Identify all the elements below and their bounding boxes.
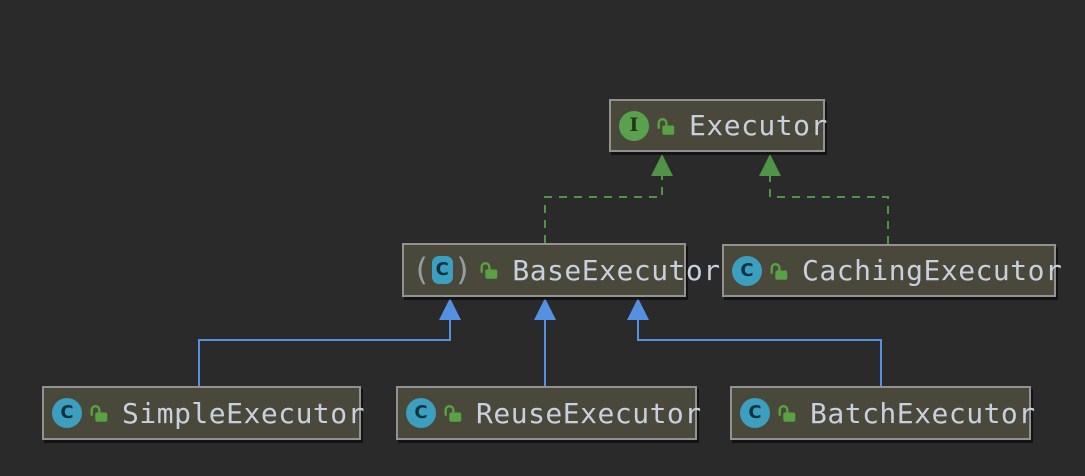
abstract-paren-right: ) xyxy=(453,251,473,288)
class-icon: C xyxy=(406,398,436,428)
interface-icon: I xyxy=(619,110,649,141)
class-name-label: SimpleExecutor xyxy=(122,396,366,430)
class-letter: C xyxy=(740,259,754,281)
class-letter: C xyxy=(414,402,428,423)
implements-arrowhead-icon xyxy=(651,154,673,176)
implements-arrowhead-icon xyxy=(759,154,781,176)
abstract-class-badge: C xyxy=(431,256,453,284)
edge-batchexecutor-extends-baseexecutor xyxy=(637,320,882,386)
abstract-class-icon: ( C ) xyxy=(412,251,473,288)
class-icon: C xyxy=(52,398,82,428)
edge-baseexecutor-implements-executor xyxy=(544,176,663,243)
extends-arrowhead-icon xyxy=(627,298,649,320)
class-name-label: BatchExecutor xyxy=(810,396,1036,430)
class-node-caching-executor[interactable]: C CachingExecutor xyxy=(722,244,1062,297)
unlocked-icon xyxy=(655,115,677,137)
extends-arrowhead-icon xyxy=(534,298,556,320)
edge-cachingexecutor-implements-executor xyxy=(769,176,889,244)
class-icon: C xyxy=(740,398,770,428)
class-letter: C xyxy=(435,259,449,280)
unlocked-icon xyxy=(88,402,110,424)
abstract-paren-left: ( xyxy=(412,251,431,288)
extends-arrowhead-icon xyxy=(439,298,461,320)
unlocked-icon xyxy=(776,402,798,424)
class-node-executor[interactable]: I Executor xyxy=(609,99,828,152)
interface-letter: I xyxy=(629,114,639,136)
class-node-base-executor[interactable]: ( C ) BaseExecutor xyxy=(402,243,720,297)
class-name-label: ReuseExecutor xyxy=(476,396,702,430)
class-name-label: BaseExecutor xyxy=(512,253,721,287)
class-node-reuse-executor[interactable]: C ReuseExecutor xyxy=(396,386,701,440)
unlocked-icon xyxy=(442,402,464,424)
unlocked-icon xyxy=(768,260,790,282)
class-letter: C xyxy=(60,402,74,423)
class-icon: C xyxy=(732,255,762,286)
unlocked-icon xyxy=(478,259,500,281)
class-node-batch-executor[interactable]: C BatchExecutor xyxy=(730,386,1035,440)
class-node-simple-executor[interactable]: C SimpleExecutor xyxy=(42,386,365,440)
class-name-label: CachingExecutor xyxy=(802,254,1063,287)
edge-simpleexecutor-extends-baseexecutor xyxy=(198,320,451,386)
class-name-label: Executor xyxy=(689,109,828,142)
class-letter: C xyxy=(748,402,762,423)
